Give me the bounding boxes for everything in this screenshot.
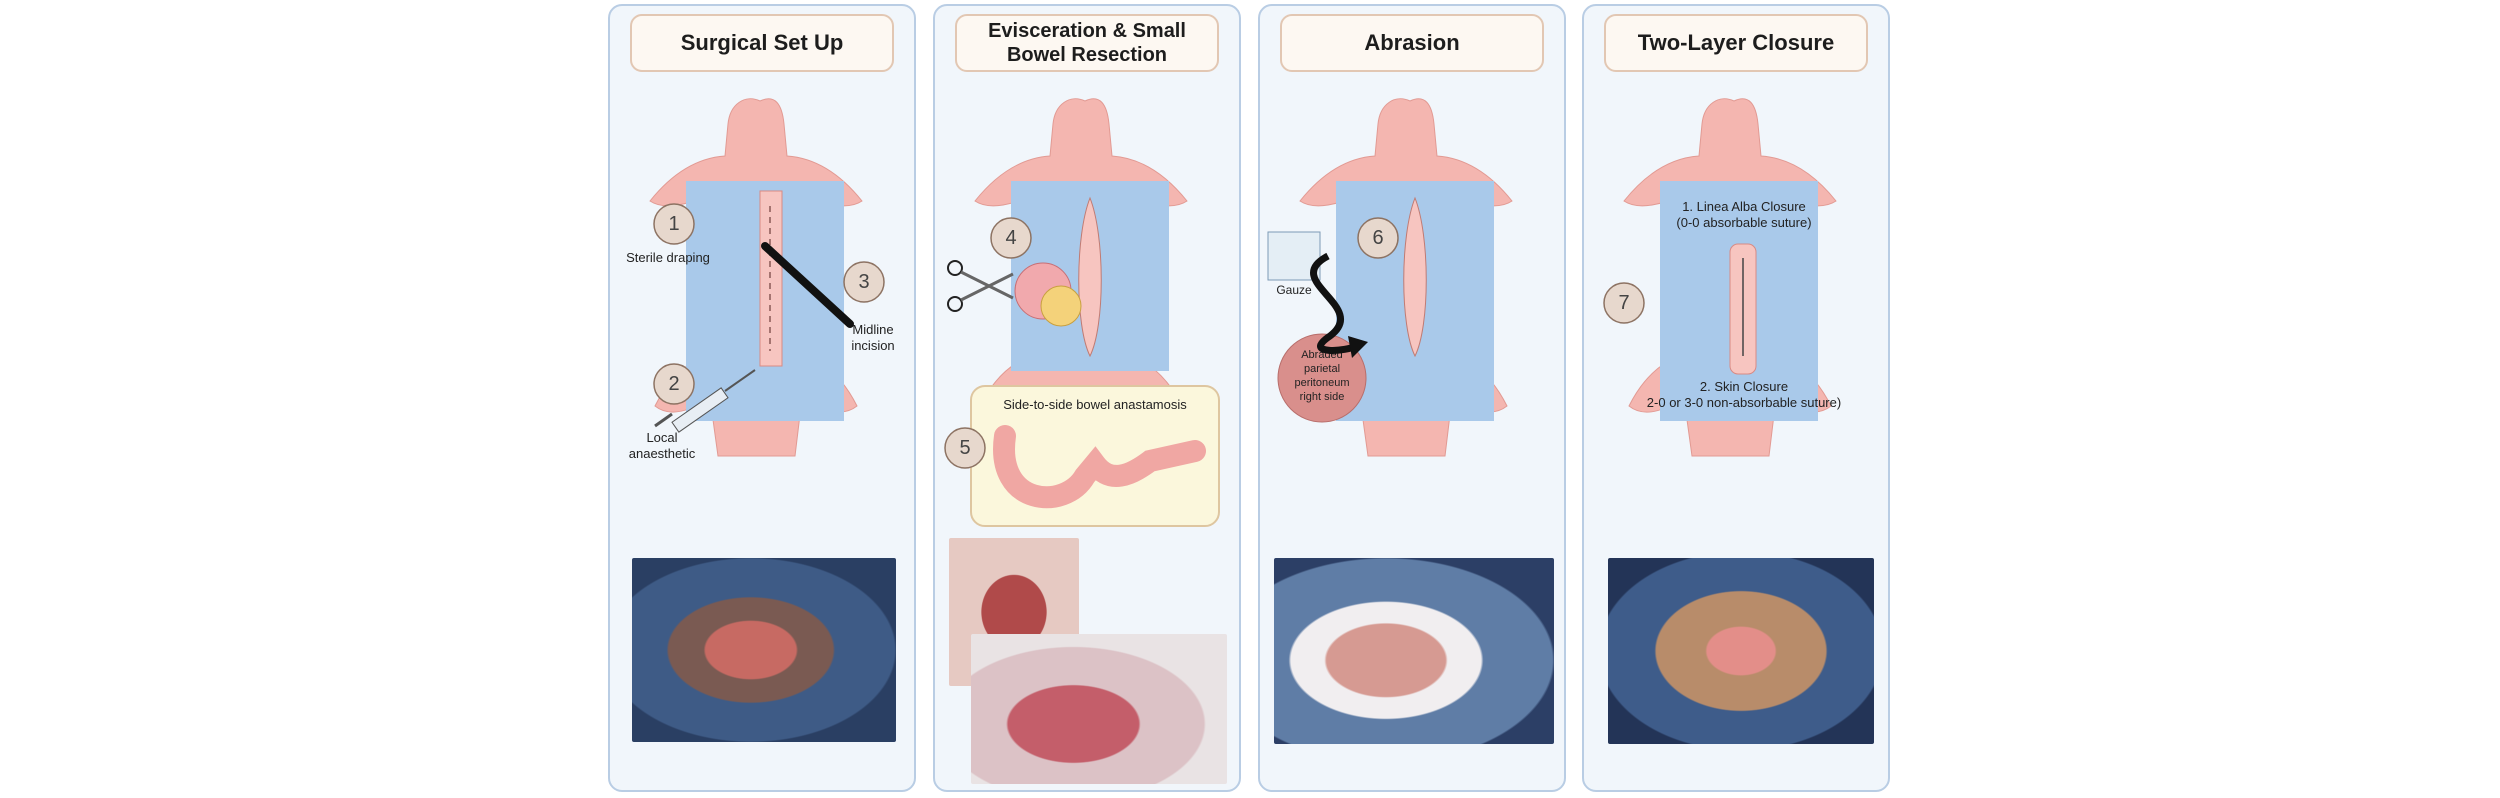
panel-abrasion: Abrasion Gauze Abraded parietal peritone… (1258, 4, 1566, 792)
abrasion-photo (1274, 558, 1554, 744)
closure-step-1-line2: (0-0 absorbable suture) (1676, 215, 1811, 230)
evisceration-illustration: 4 Side-to-side bowel anastamosis 5 (944, 98, 1220, 527)
svg-text:4: 4 (1005, 227, 1016, 249)
step-5-label: Side-to-side bowel anastamosis (1003, 397, 1187, 412)
abraded-label-line2: parietal (1304, 363, 1340, 375)
panel-title-line1: Evisceration & Small (988, 20, 1186, 42)
panel-surgical-setup: Surgical Set Up 1 Sterile draping 2 Loca… (608, 4, 916, 792)
incision-site (759, 190, 783, 367)
step-badge-1: 1 (653, 203, 695, 245)
svg-text:3: 3 (858, 271, 869, 293)
step-badge-3: 3 (843, 261, 885, 303)
surgical-setup-illustration: 1 Sterile draping 2 Local anaesthetic 3 … (626, 98, 895, 461)
step-badge-5: 5 (944, 427, 986, 469)
arrow-head-icon (1348, 336, 1368, 358)
svg-text:6: 6 (1372, 227, 1383, 249)
open-abdomen (1078, 196, 1102, 358)
panel-title-line2: Bowel Resection (1006, 44, 1168, 66)
closure-photo (1608, 558, 1874, 744)
closure-step-2-line2: 2-0 or 3-0 non-absorbable suture) (1647, 395, 1841, 410)
closure-step-2-line1: 2. Skin Closure (1700, 379, 1788, 394)
step-badge-7: 7 (1603, 282, 1645, 324)
svg-text:1: 1 (668, 213, 679, 235)
step-1-label: Sterile draping (626, 250, 710, 265)
syringe-icon (654, 369, 756, 433)
svg-text:5: 5 (959, 437, 970, 459)
bowel-anastomosis-icon (993, 425, 1206, 509)
bowel-photo-bottom (971, 634, 1227, 784)
scissors-icon (947, 260, 1014, 312)
panel-evisceration: Evisceration & Small Bowel Resection 4 S… (933, 4, 1241, 792)
svg-text:2: 2 (668, 373, 679, 395)
svg-text:7: 7 (1618, 292, 1629, 314)
small-bowel-illustration (1014, 262, 1082, 327)
abraded-label-line4: right side (1300, 391, 1345, 403)
closure-illustration: 1. Linea Alba Closure (0-0 absorbable su… (1603, 98, 1841, 457)
panel-title: Abrasion (1280, 14, 1544, 72)
step-2-label-line1: Local (646, 430, 677, 445)
abraded-label-line3: peritoneum (1294, 377, 1349, 389)
closure-step-1-line1: 1. Linea Alba Closure (1682, 199, 1806, 214)
panel-title: Evisceration & Small Bowel Resection (955, 14, 1219, 72)
step-badge-4: 4 (990, 217, 1032, 259)
open-abdomen (1403, 196, 1427, 358)
abraded-peritoneum-area (1277, 333, 1367, 423)
panel-title: Two-Layer Closure (1604, 14, 1868, 72)
surgical-setup-photo (632, 558, 896, 742)
panel-two-layer-closure: Two-Layer Closure 1. Linea Alba Closure … (1582, 4, 1890, 792)
gauze-label: Gauze (1276, 283, 1312, 297)
abrasion-illustration: Gauze Abraded parietal peritoneum right … (1267, 98, 1513, 457)
step-2-label-line2: anaesthetic (629, 446, 696, 461)
step-3-label-line2: incision (851, 338, 894, 353)
step-badge-6: 6 (1357, 217, 1399, 259)
step-badge-2: 2 (653, 363, 695, 405)
panel-title: Surgical Set Up (630, 14, 894, 72)
scalpel-icon (761, 242, 854, 328)
step-3-label-line1: Midline (852, 322, 893, 337)
abrasion-arrow-icon (1310, 252, 1358, 354)
